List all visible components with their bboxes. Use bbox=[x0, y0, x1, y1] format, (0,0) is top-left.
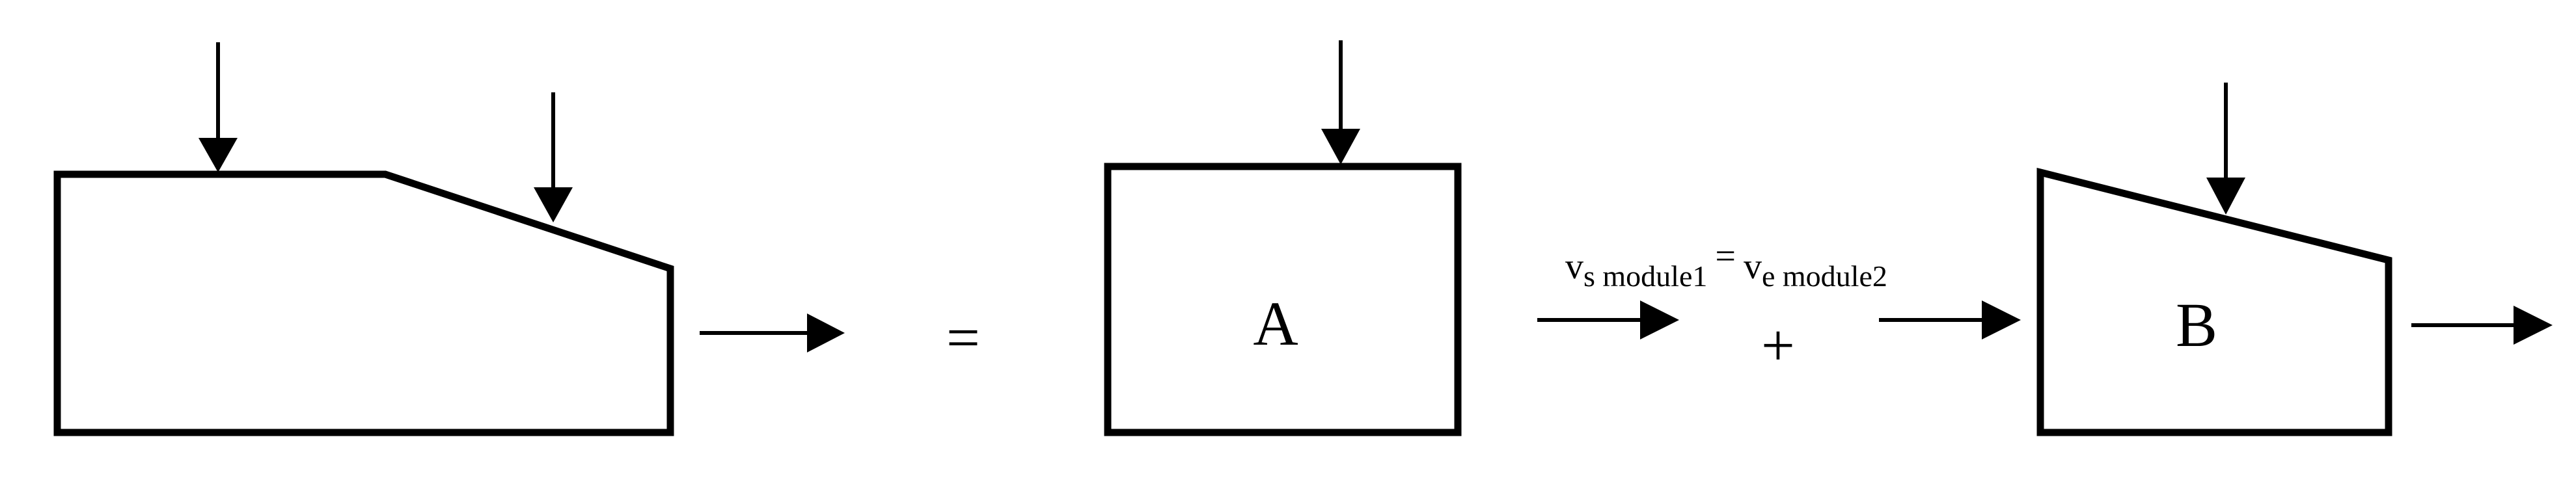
equation-rhs-variable: v bbox=[1744, 246, 1762, 287]
combined-input-arrow-2 bbox=[534, 92, 573, 222]
equation-rhs-subscript: e module2 bbox=[1762, 259, 1887, 293]
module-b-label: B bbox=[2176, 290, 2217, 360]
combined-output-arrow bbox=[700, 313, 845, 352]
velocity-equation: vs module1=ve module2 bbox=[1565, 236, 1887, 293]
module-b-input-arrow bbox=[2206, 83, 2245, 215]
module-b-output-arrow bbox=[2411, 306, 2553, 345]
module-a-output-arrow bbox=[1537, 300, 1679, 339]
module-a-input-arrow bbox=[1321, 40, 1360, 165]
equation-lhs-variable: v bbox=[1565, 246, 1583, 287]
module-b-outline bbox=[2036, 167, 2392, 436]
equation-equals: = bbox=[1715, 236, 1736, 276]
equation-lhs-subscript: s module1 bbox=[1583, 259, 1707, 293]
module-a-box bbox=[1104, 163, 1462, 436]
module-b: B bbox=[1879, 83, 2553, 436]
combined-module bbox=[53, 42, 845, 436]
equals-sign: = bbox=[946, 304, 980, 371]
combined-input-arrow-1 bbox=[199, 42, 238, 172]
module-a: A bbox=[1104, 40, 1679, 436]
plus-sign: + bbox=[1761, 312, 1795, 378]
module-a-label: A bbox=[1253, 289, 1298, 358]
combined-module-outline bbox=[53, 170, 674, 436]
module-b-inflow-arrow bbox=[1879, 300, 2021, 339]
